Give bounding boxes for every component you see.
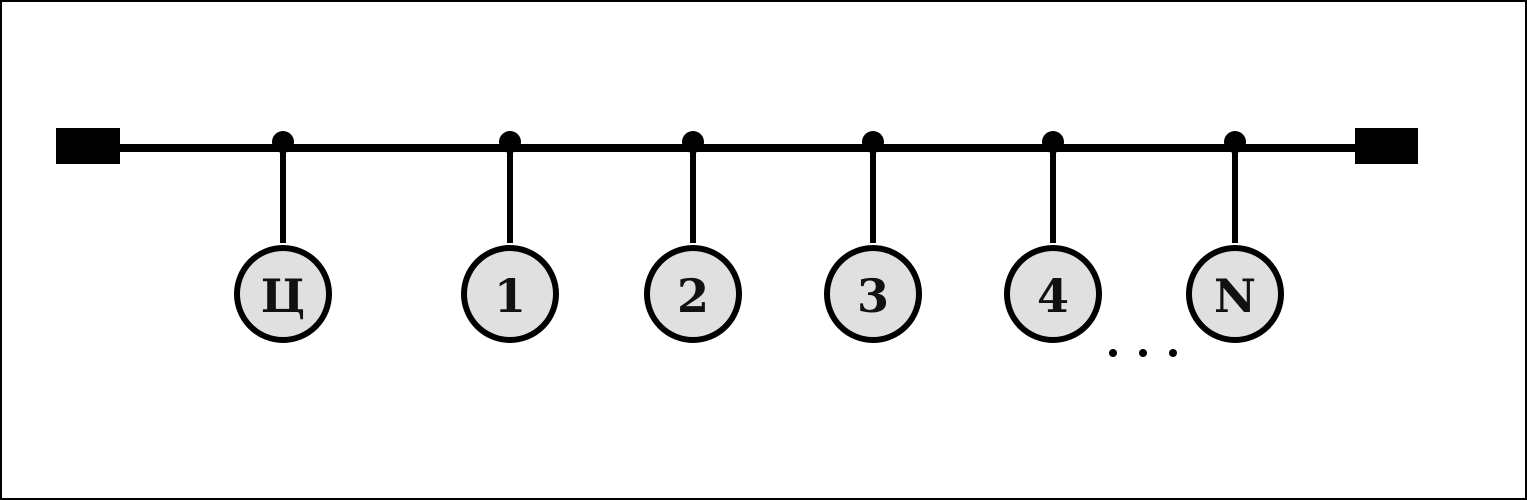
ellipsis-dot: [1139, 349, 1147, 357]
left-terminator: [56, 128, 120, 164]
ellipsis-dot: [1109, 349, 1117, 357]
node-label: Ц: [261, 269, 305, 323]
node-4: 4: [1004, 131, 1102, 343]
right-terminator: [1355, 128, 1418, 164]
tap-point: [499, 131, 521, 153]
node-circle: [644, 245, 742, 343]
node-circle: [461, 245, 559, 343]
node-label: 4: [1037, 269, 1069, 323]
node-circle: [234, 245, 332, 343]
node-label: N: [1214, 269, 1256, 323]
node-2: 2: [644, 131, 742, 343]
node-1: 1: [461, 131, 559, 343]
tap-point: [862, 131, 884, 153]
ellipsis-dot: [1169, 349, 1177, 357]
node-circle: [824, 245, 922, 343]
node-label: 3: [857, 269, 889, 323]
nodes-layer: Ц 1 2 3 4 N: [234, 131, 1284, 343]
tap-point: [1224, 131, 1246, 153]
node-center: Ц: [234, 131, 332, 343]
node-circle: [1004, 245, 1102, 343]
node-n: N: [1186, 131, 1284, 343]
node-3: 3: [824, 131, 922, 343]
node-label: 1: [494, 269, 526, 323]
tap-point: [1042, 131, 1064, 153]
node-label: 2: [677, 269, 709, 323]
ellipsis: [1109, 349, 1177, 357]
node-circle: [1186, 245, 1284, 343]
tap-point: [682, 131, 704, 153]
tap-point: [272, 131, 294, 153]
